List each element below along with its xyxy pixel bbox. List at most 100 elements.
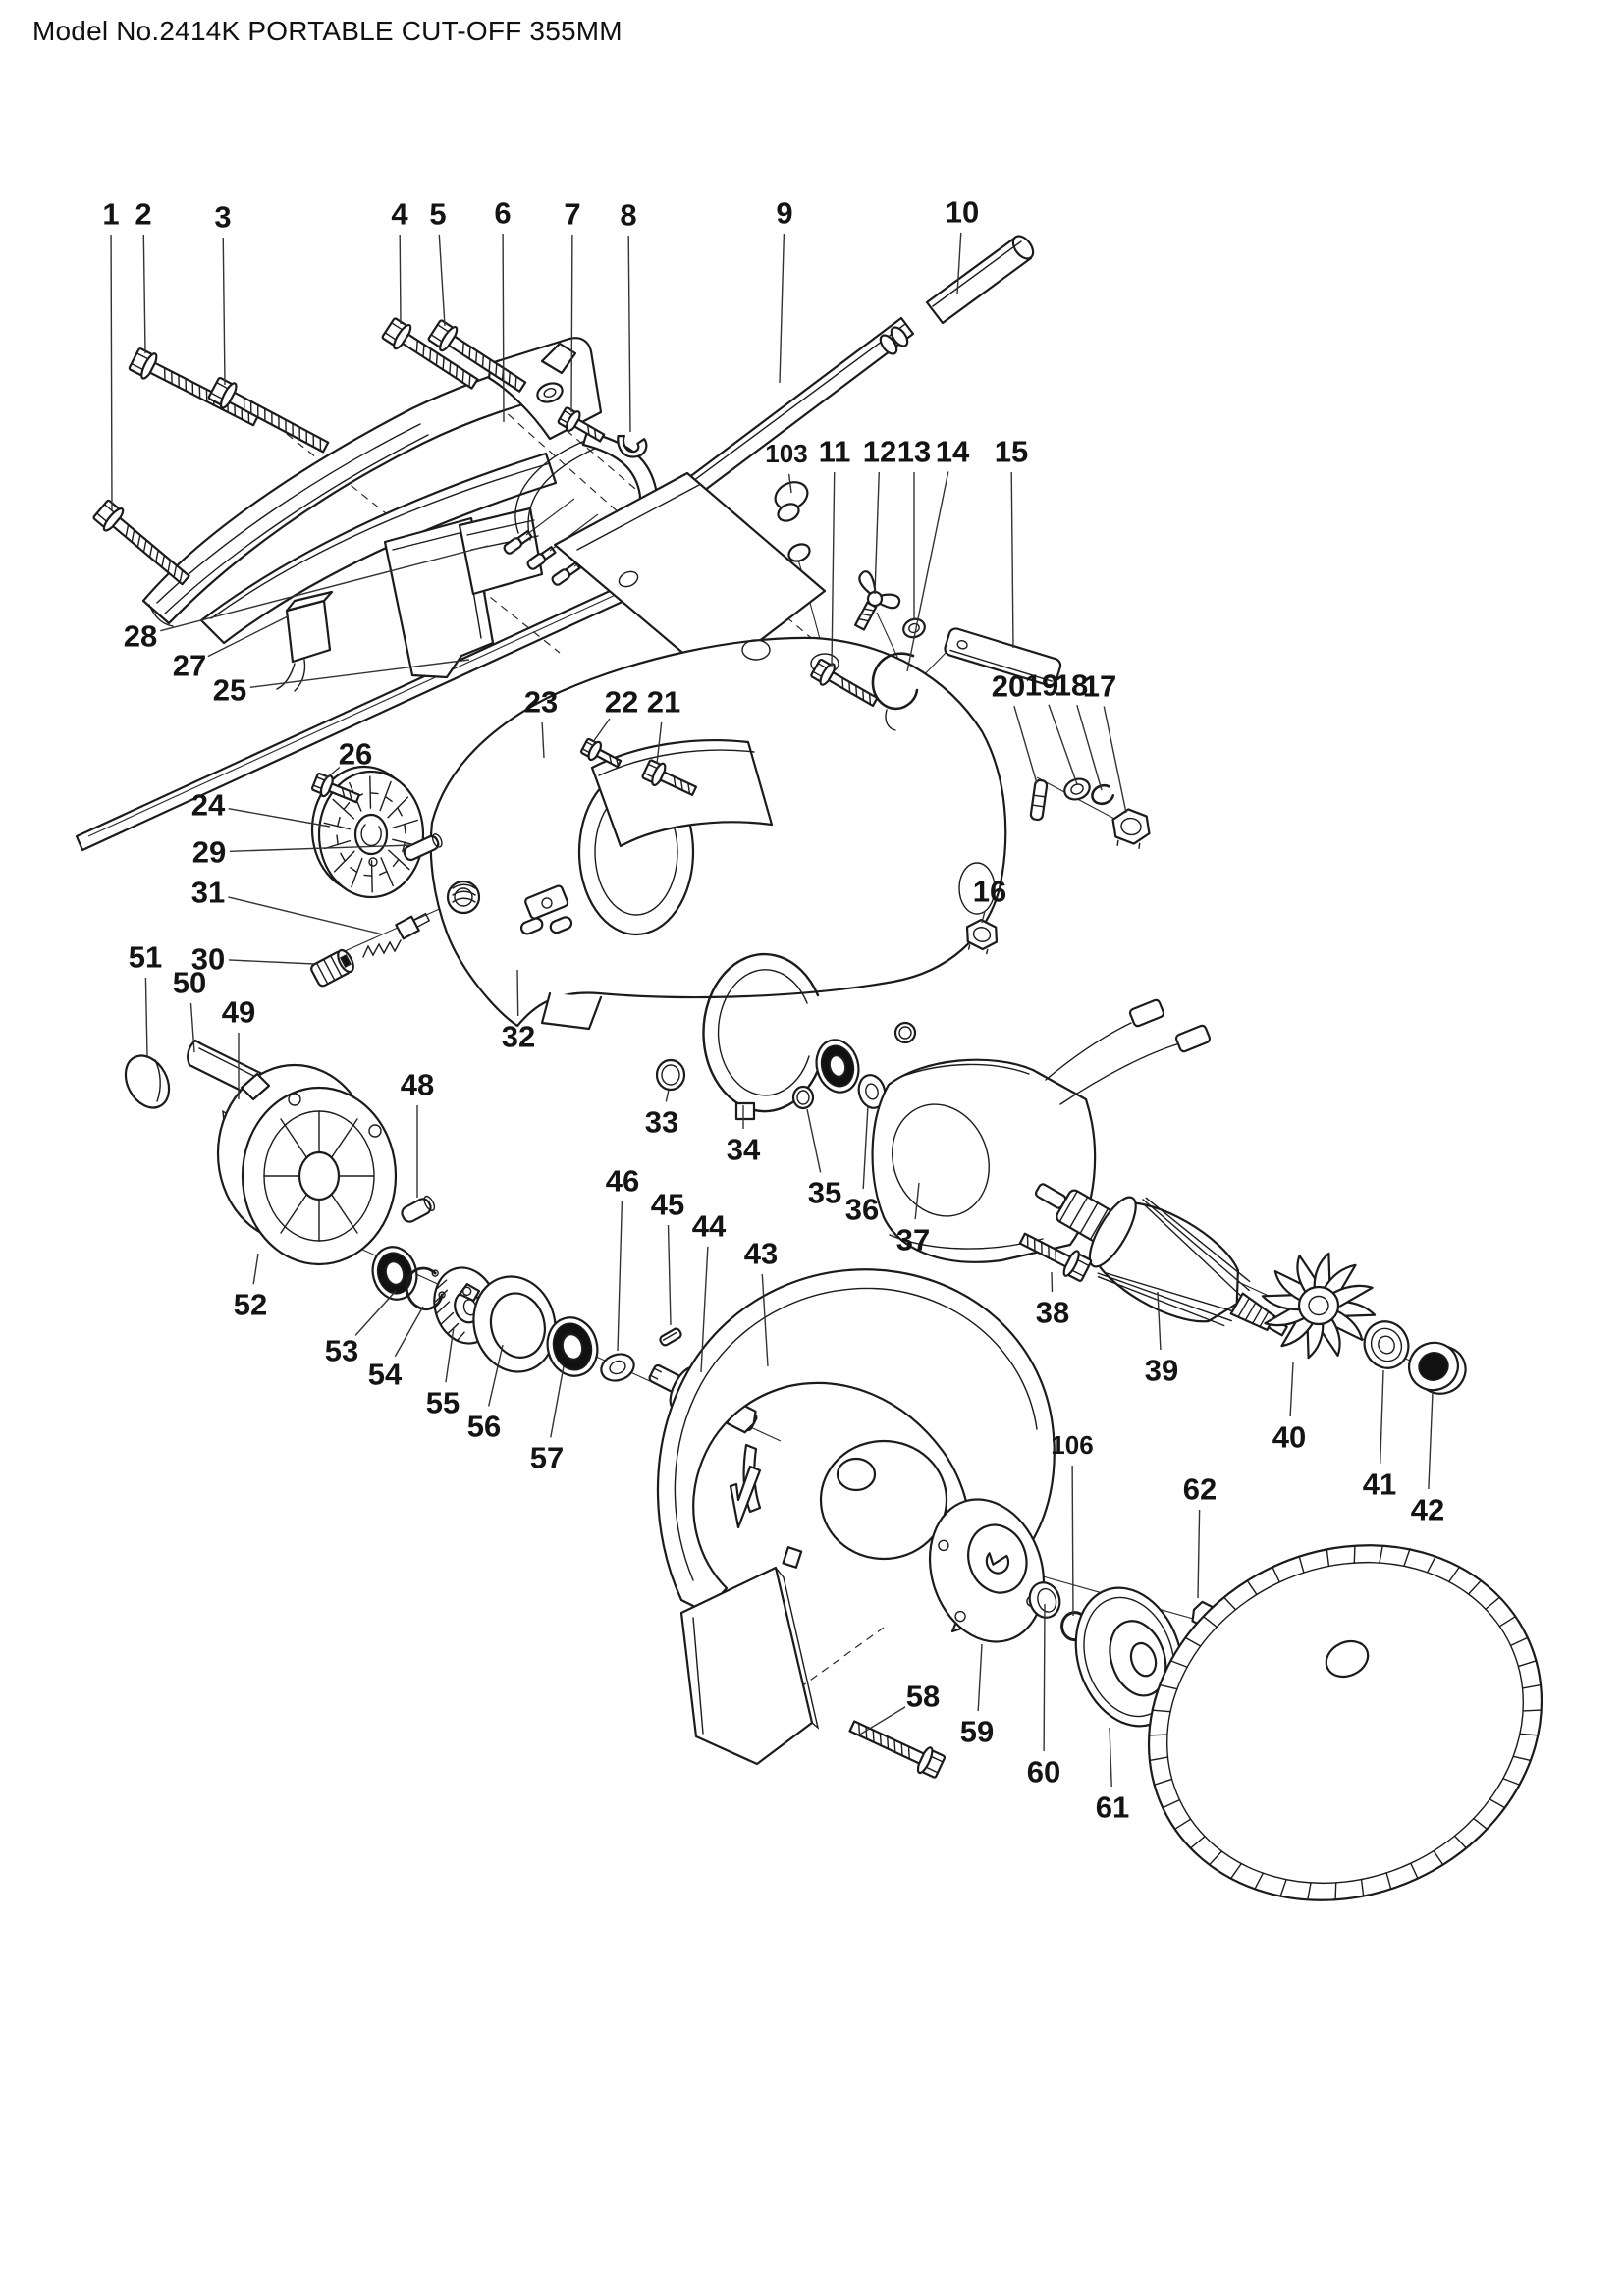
cord-clip <box>616 428 650 461</box>
small-screw <box>311 772 362 809</box>
brush-spring-screw <box>363 910 431 957</box>
part-label-62: 62 <box>1183 1472 1217 1507</box>
ball-bearing-57 <box>541 1312 604 1382</box>
part-label-9: 9 <box>776 196 792 231</box>
part-label-60: 60 <box>1027 1755 1060 1789</box>
part-label-2: 2 <box>135 197 151 232</box>
leader-line-24 <box>229 809 330 827</box>
leader-line-16 <box>982 911 985 923</box>
lip-ring <box>1025 1578 1064 1622</box>
part-label-29: 29 <box>192 835 226 870</box>
part-label-37: 37 <box>896 1223 930 1257</box>
part-label-51: 51 <box>129 940 162 975</box>
part-label-21: 21 <box>647 685 680 720</box>
part-label-61: 61 <box>1096 1790 1129 1825</box>
leader-line-20 <box>1014 706 1037 783</box>
leader-line-18 <box>1077 705 1102 790</box>
leader-line-12 <box>875 472 879 594</box>
part-label-30: 30 <box>191 942 225 977</box>
leader-line-44 <box>701 1247 708 1372</box>
leader-line-106 <box>1072 1466 1073 1616</box>
rest-plate <box>944 627 1062 687</box>
bearing-cap <box>1402 1334 1472 1403</box>
part-label-7: 7 <box>564 197 580 232</box>
leader-line-39 <box>1158 1292 1161 1350</box>
leader-line-28 <box>160 546 488 631</box>
bearing-box <box>218 1065 396 1264</box>
part-label-34: 34 <box>727 1133 761 1167</box>
leader-line-23 <box>542 722 544 758</box>
part-label-23: 23 <box>524 685 558 720</box>
part-label-22: 22 <box>605 685 638 720</box>
part-label-24: 24 <box>191 788 226 823</box>
leader-line-9 <box>780 234 784 383</box>
part-label-11: 11 <box>819 435 851 469</box>
switch-block <box>460 508 542 594</box>
leader-line-31 <box>228 897 383 934</box>
hardware-group <box>839 569 1062 820</box>
leader-line-7 <box>571 235 572 412</box>
blade-guard <box>658 1269 1055 1764</box>
part-label-17: 17 <box>1083 669 1116 704</box>
bolt <box>846 1714 947 1780</box>
leader-line-26 <box>325 767 340 779</box>
arm-bracket <box>555 473 825 677</box>
pipe-grip <box>927 233 1037 323</box>
part-label-35: 35 <box>808 1176 841 1210</box>
part-label-5: 5 <box>429 197 446 232</box>
leader-line-53 <box>355 1291 396 1335</box>
part-label-58: 58 <box>906 1680 940 1714</box>
part-label-46: 46 <box>606 1164 639 1199</box>
part-label-45: 45 <box>651 1188 684 1222</box>
bolt <box>427 318 530 399</box>
part-label-15: 15 <box>995 435 1028 469</box>
part-label-48: 48 <box>401 1068 434 1102</box>
part-label-13: 13 <box>897 435 931 469</box>
part-label-1: 1 <box>102 197 119 232</box>
leader-line-50 <box>190 1003 194 1052</box>
part-label-10: 10 <box>946 195 979 230</box>
noise-suppressor-box <box>277 592 332 691</box>
part-label-20: 20 <box>992 669 1025 704</box>
part-label-8: 8 <box>620 198 636 233</box>
part-label-19: 19 <box>1025 668 1058 703</box>
part-label-50: 50 <box>173 966 206 1000</box>
part-label-16: 16 <box>973 875 1006 909</box>
cut-off-wheel <box>1090 1482 1600 1963</box>
circlip-54 <box>403 1264 448 1313</box>
disc-pin <box>403 832 444 862</box>
leader-line-56 <box>489 1345 503 1407</box>
leader-line-6 <box>503 234 504 422</box>
part-label-44: 44 <box>692 1209 727 1244</box>
leader-line-21 <box>657 722 662 764</box>
leader-line-11 <box>832 472 835 667</box>
leader-line-57 <box>551 1366 564 1437</box>
part-label-41: 41 <box>1363 1468 1396 1502</box>
latch-pin <box>1030 779 1047 820</box>
part-label-40: 40 <box>1272 1420 1306 1455</box>
leader-line-42 <box>1429 1392 1433 1489</box>
leader-line-37 <box>915 1183 919 1219</box>
leader-line-30 <box>229 960 314 964</box>
bolt <box>128 347 262 433</box>
part-label-32: 32 <box>502 1020 535 1054</box>
inner-flange <box>912 1484 1061 1656</box>
part-label-39: 39 <box>1145 1354 1178 1388</box>
brush-cap <box>309 948 355 988</box>
leader-line-32 <box>517 970 518 1016</box>
part-label-28: 28 <box>124 619 157 654</box>
part-label-52: 52 <box>234 1288 267 1322</box>
end-cap-disc <box>117 1048 178 1115</box>
leader-line-25 <box>250 660 469 687</box>
motor-stack <box>657 954 1472 1403</box>
safety-cover <box>592 740 772 846</box>
leader-line-61 <box>1110 1728 1111 1787</box>
leader-line-22 <box>593 719 610 742</box>
flat-washer-19 <box>1061 775 1092 803</box>
part-label-55: 55 <box>426 1386 460 1420</box>
part-label-31: 31 <box>191 876 225 910</box>
part-label-42: 42 <box>1411 1493 1444 1527</box>
bolt <box>381 316 482 396</box>
bolt <box>1016 1226 1093 1283</box>
part-label-6: 6 <box>494 196 511 231</box>
